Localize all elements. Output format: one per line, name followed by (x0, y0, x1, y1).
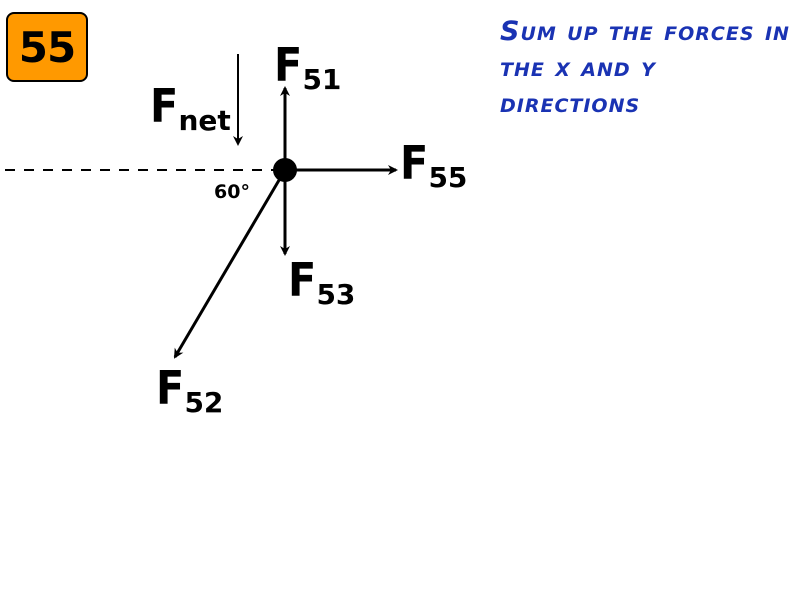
force-arrow-f52 (173, 169, 287, 359)
force-label-f52-subscript: 52 (184, 386, 224, 419)
force-label-f52: F52 (156, 361, 223, 417)
force-label-f55: F55 (400, 136, 467, 192)
force-label-f53: F53 (288, 253, 355, 309)
angle-label: 60° (214, 181, 250, 203)
force-label-f52-main: F (156, 361, 185, 415)
force-label-f53-main: F (288, 253, 317, 307)
force-label-f53-subscript: 53 (316, 278, 356, 311)
object-point (273, 158, 297, 182)
force-label-fnet-subscript: net (178, 104, 231, 137)
force-label-f55-main: F (400, 136, 429, 190)
force-label-f51-main: F (274, 38, 303, 92)
force-label-fnet-main: F (150, 79, 179, 133)
force-label-f51-subscript: 51 (302, 63, 342, 96)
force-label-f51: F51 (274, 38, 341, 94)
force-label-f55-subscript: 55 (428, 161, 468, 194)
instruction-text: Sum up the forces in the x and y directi… (500, 16, 790, 119)
force-label-fnet: Fnet (150, 79, 231, 135)
slide-number-badge: 55 (6, 12, 88, 82)
